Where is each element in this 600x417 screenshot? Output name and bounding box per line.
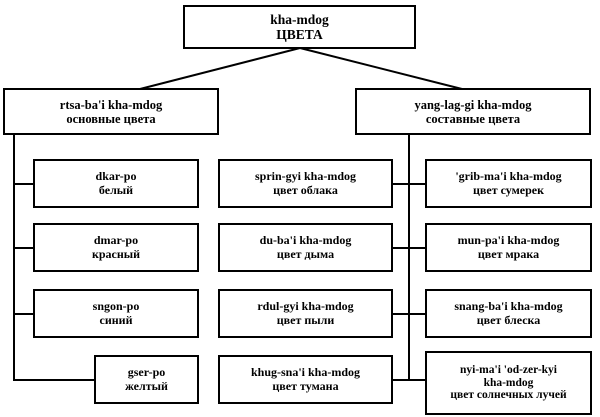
node-grib-mai-line2: цвет сумерек [472,182,545,197]
node-grib-mai[interactable]: 'grib-ma'i kha-mdog цвет сумерек [425,159,592,208]
right-stub-col-1 [408,183,426,185]
node-sngon-po-line1: sngon-po [92,299,140,314]
node-sngon-po-line2: синий [99,312,133,327]
node-gser-po-line1: gser-po [127,365,166,380]
node-mun-pai-line1: mun-pa'i kha-mdog [457,233,560,248]
node-nyi-mai-line1: nyi-ma'i 'od-zer-kyi [460,363,557,376]
right-stub-col-4 [408,379,426,381]
node-composite-colors[interactable]: yang-lag-gi kha-mdog составные цвета [355,88,591,135]
node-khug-snai[interactable]: khug-sna'i kha-mdog цвет тумана [218,355,393,404]
node-basic-colors-line1: rtsa-ba'i kha-mdog [59,97,163,112]
node-dmar-po-line2: красный [91,246,141,261]
node-nyi-mai-line3: цвет солнечных лучей [450,389,567,402]
node-du-bai-line2: цвет дыма [276,246,335,261]
left-stub-3 [13,313,34,315]
node-rdul-gyi[interactable]: rdul-gyi kha-mdog цвет пыли [218,289,393,338]
node-root-kha-mdog[interactable]: kha-mdog ЦВЕТА [183,5,416,49]
left-stub-4 [13,379,95,381]
node-mun-pai-line2: цвет мрака [477,246,540,261]
node-sngon-po[interactable]: sngon-po синий [33,289,199,338]
node-composite-colors-line2: составные цвета [425,111,521,126]
node-sprin-gyi-line2: цвет облака [273,182,338,197]
node-nyi-mai-line2: kha-mdog [483,376,534,389]
node-dmar-po[interactable]: dmar-po красный [33,223,199,272]
node-khug-snai-line1: khug-sna'i kha-mdog [250,365,361,380]
node-rdul-gyi-line1: rdul-gyi kha-mdog [257,299,354,314]
right-trunk-vertical [408,134,410,381]
node-dkar-po-line2: белый [98,182,134,197]
right-stub-col-3 [408,313,426,315]
node-dkar-po[interactable]: dkar-po белый [33,159,199,208]
node-basic-colors[interactable]: rtsa-ba'i kha-mdog основные цвета [3,88,219,135]
node-snang-bai[interactable]: snang-ba'i kha-mdog цвет блеска [425,289,592,338]
node-grib-mai-line1: 'grib-ma'i kha-mdog [455,169,562,184]
node-du-bai-line1: du-ba'i kha-mdog [259,233,352,248]
right-stub-mid-2 [392,247,410,249]
node-root-line1: kha-mdog [270,11,329,27]
node-khug-snai-line2: цвет тумана [272,378,339,393]
left-stub-2 [13,247,34,249]
node-dkar-po-line1: dkar-po [95,169,137,184]
right-stub-col-2 [408,247,426,249]
node-snang-bai-line2: цвет блеска [476,312,541,327]
node-rdul-gyi-line2: цвет пыли [276,312,335,327]
node-basic-colors-line2: основные цвета [66,111,156,126]
right-stub-mid-1 [392,183,410,185]
right-stub-mid-4 [392,379,410,381]
node-composite-colors-line1: yang-lag-gi kha-mdog [414,97,532,112]
node-du-bai[interactable]: du-ba'i kha-mdog цвет дыма [218,223,393,272]
left-stub-1 [13,183,34,185]
node-root-line2: ЦВЕТА [276,27,323,42]
node-gser-po-line2: желтый [125,378,168,393]
node-dmar-po-line1: dmar-po [93,233,139,248]
left-trunk-vertical [13,134,15,381]
node-sprin-gyi[interactable]: sprin-gyi kha-mdog цвет облака [218,159,393,208]
node-sprin-gyi-line1: sprin-gyi kha-mdog [254,169,357,184]
node-mun-pai[interactable]: mun-pa'i kha-mdog цвет мрака [425,223,592,272]
node-gser-po[interactable]: gser-po желтый [94,355,199,404]
right-stub-mid-3 [392,313,410,315]
node-nyi-mai[interactable]: nyi-ma'i 'od-zer-kyi kha-mdog цвет солне… [425,351,592,415]
node-snang-bai-line1: snang-ba'i kha-mdog [454,299,563,314]
